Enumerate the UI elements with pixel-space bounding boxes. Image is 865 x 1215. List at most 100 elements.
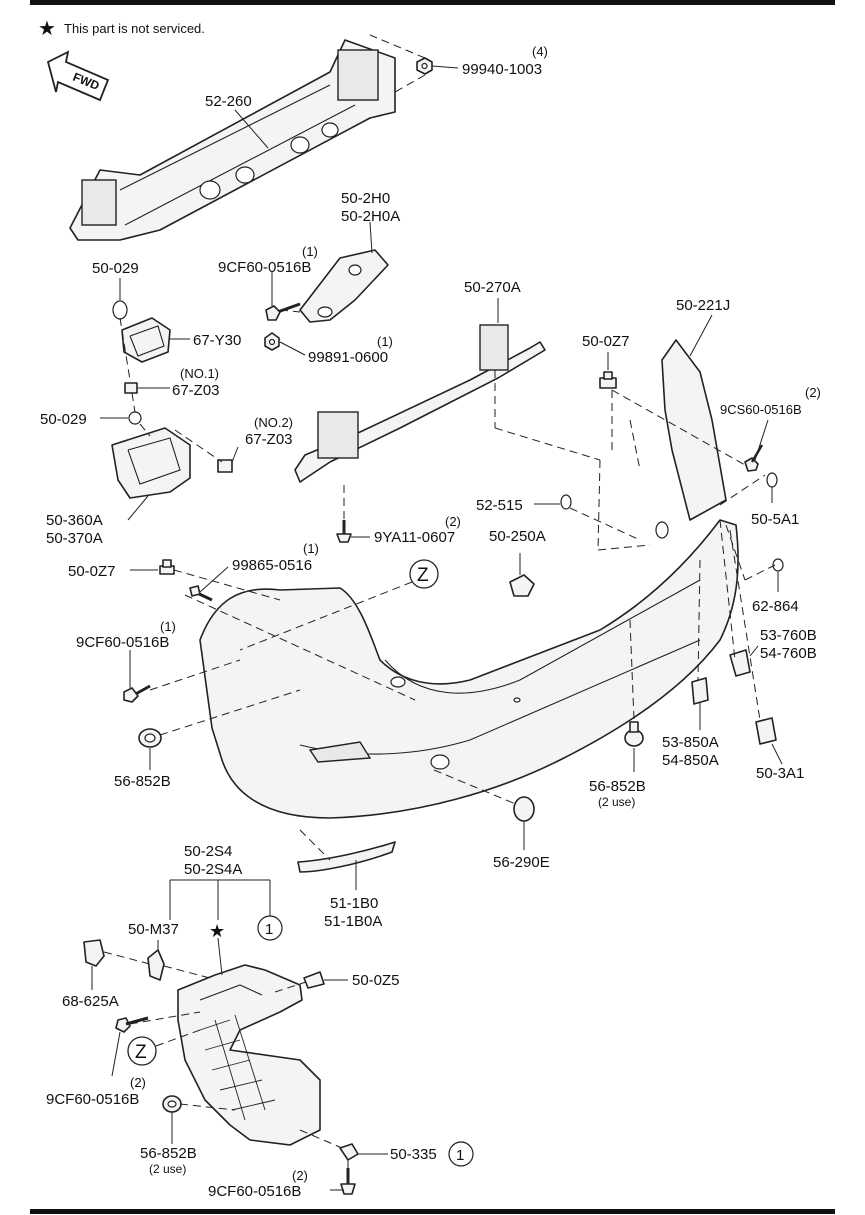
reflector-51-1b0 (297, 841, 396, 873)
bracket-50-360a (111, 427, 191, 499)
callout-50-3a1: 50-3A1 (756, 765, 804, 782)
callout-52-260: 52-260 (205, 93, 252, 110)
callout-50-m37: 50-M37 (128, 921, 179, 938)
clip-56-852b-left (138, 728, 162, 748)
nut-99891 (264, 332, 280, 351)
callout-67-z03-a: 67-Z03 (172, 382, 220, 399)
callout-qty-99891: (1) (377, 334, 393, 349)
rear-bumper-cover (199, 519, 739, 819)
reference-z-circle-bottom (127, 1036, 157, 1066)
callout-68-625a: 68-625A (62, 993, 119, 1010)
clip-50-0z7-left (159, 559, 175, 575)
callout-50-2h0: 50-2H0 (341, 190, 390, 207)
callout-50-270a: 50-270A (464, 279, 521, 296)
callout-56-290e: 56-290E (493, 854, 550, 871)
bumper-side-50-221j (661, 339, 727, 521)
screw-9ya11 (336, 520, 352, 543)
callout-50-335: 50-335 (390, 1146, 437, 1163)
forward-arrow-icon: FWD (46, 50, 110, 102)
assembly-dashed-lines (103, 34, 776, 1168)
callout-50-250a: 50-250A (489, 528, 546, 545)
sensor-50-250a (509, 574, 535, 597)
nut-99940 (416, 57, 433, 75)
top-border (30, 0, 835, 5)
callout-qty-9cf60-low: (2) (130, 1075, 146, 1090)
callout-62-864: 62-864 (752, 598, 799, 615)
callout-labels: (4) 99940-1003 52-260 50-2H0 50-2H0A 50-… (40, 44, 821, 1200)
callout-54-760b: 54-760B (760, 645, 817, 662)
callout-67-y30: 67-Y30 (193, 332, 241, 349)
clip-62-864 (772, 558, 784, 572)
reference-z-bottom: Z (135, 1042, 147, 1063)
callout-56-852b-right: 56-852B (589, 778, 646, 795)
bracket-50-3a1 (755, 717, 777, 745)
clip-50-335 (339, 1143, 359, 1161)
star-icon: ★ (38, 18, 56, 40)
screw-99865 (189, 585, 213, 602)
screw-9cf60-mid (123, 684, 151, 703)
note-text: This part is not serviced. (64, 21, 205, 36)
callout-51-1b0a: 51-1B0A (324, 913, 382, 930)
callout-99865-0516: 99865-0516 (232, 557, 312, 574)
clip-50-m37 (147, 949, 165, 981)
callout-50-370a: 50-370A (46, 530, 103, 547)
screw-9cf60-low (115, 1016, 149, 1033)
callout-qty-9cf60-mid: (1) (160, 619, 176, 634)
connector-67-z03-b (217, 459, 233, 473)
bumper-reinforcement-beam (69, 39, 396, 241)
callout-53-850a: 53-850A (662, 734, 719, 751)
callout-9cf60-mid: 9CF60-0516B (76, 634, 169, 651)
callout-99940-1003: 99940-1003 (462, 61, 542, 78)
callout-50-0z5: 50-0Z5 (352, 972, 400, 989)
callout-56-852b-left: 56-852B (114, 773, 171, 790)
clip-50-0z7-right (599, 371, 617, 389)
reference-1-b: 1 (456, 1147, 464, 1164)
callout-qty-99865: (1) (303, 541, 319, 556)
sensor-67-y30 (121, 317, 171, 363)
clip-50-0z5 (303, 971, 325, 989)
clip-50-5a1 (766, 472, 778, 488)
not-serviced-star-icon: ★ (209, 921, 225, 941)
callout-qty-9ya11: (2) (445, 514, 461, 529)
callout-50-0z7-left: 50-0Z7 (68, 563, 116, 580)
callout-9cf60-low: 9CF60-0516B (46, 1091, 139, 1108)
screw-9cf60-top (265, 302, 301, 321)
screw-9cf60-bottom (340, 1168, 356, 1195)
callout-99891-0600: 99891-0600 (308, 349, 388, 366)
callout-qty-9cf60-bottom: (2) (292, 1168, 308, 1183)
clip-68-625a (83, 939, 105, 967)
callout-qty-99940: (4) (532, 44, 548, 59)
callout-qty-9cf60-top: (1) (302, 244, 318, 259)
bracket-50-2h0 (299, 249, 389, 323)
callout-56-852b-bottom: 56-852B (140, 1145, 197, 1162)
callout-50-5a1: 50-5A1 (751, 511, 799, 528)
connector-67-z03-a (124, 382, 138, 394)
callout-qty-9cs60: (2) (805, 385, 821, 400)
callout-53-760b: 53-760B (760, 627, 817, 644)
callout-no2: (NO.2) (254, 415, 293, 430)
reference-1-a: 1 (265, 921, 273, 938)
reference-z-top: Z (417, 565, 429, 586)
callout-9cf60-top: 9CF60-0516B (218, 259, 311, 276)
bracket-53-850a (691, 677, 709, 705)
callout-50-2s4: 50-2S4 (184, 843, 232, 860)
clip-52-515 (560, 494, 572, 510)
callout-9cs60-0516b: 9CS60-0516B (720, 402, 802, 417)
clip-56-852b-bottom (162, 1095, 182, 1113)
bracket-53-760b (729, 649, 751, 677)
cap-56-290e (513, 796, 535, 822)
callout-50-0z7-right: 50-0Z7 (582, 333, 630, 350)
bracket-50-270a (294, 324, 546, 483)
callout-50-360a: 50-360A (46, 512, 103, 529)
clip-50-029-a (112, 300, 128, 320)
callout-2-use-bottom: (2 use) (149, 1162, 186, 1176)
screw-9cs60 (744, 444, 764, 472)
callout-9cf60-bottom: 9CF60-0516B (208, 1183, 301, 1200)
callout-52-515: 52-515 (476, 497, 523, 514)
bottom-border (30, 1209, 835, 1214)
callout-50-029-b: 50-029 (40, 411, 87, 428)
mudguard-50-2s4 (177, 964, 321, 1146)
clip-56-852b-right (624, 721, 644, 747)
callout-no1: (NO.1) (180, 366, 219, 381)
